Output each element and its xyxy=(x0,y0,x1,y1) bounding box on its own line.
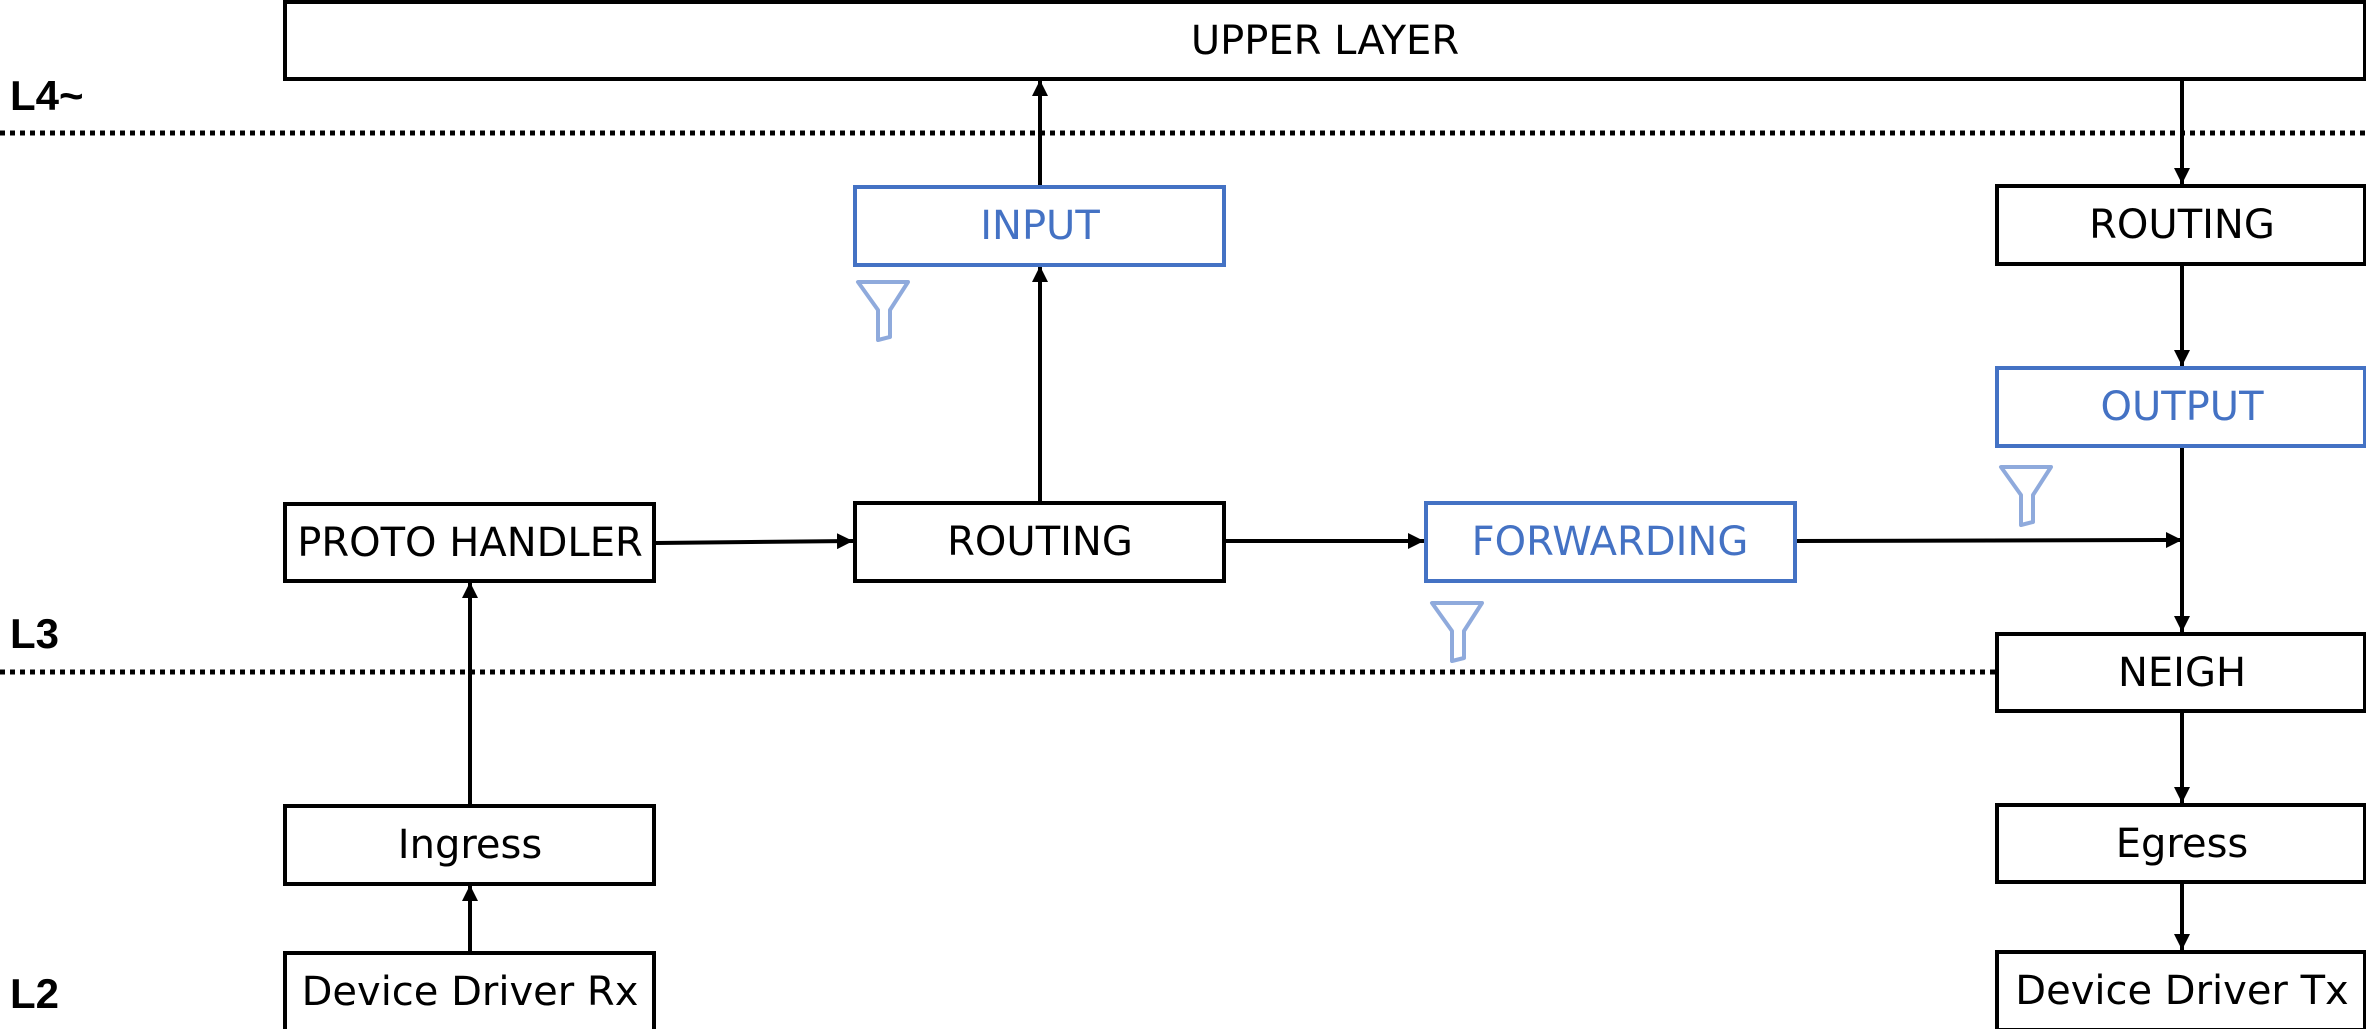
arrow-proto-to-routing xyxy=(654,533,854,550)
ingress-label: Ingress xyxy=(398,822,542,868)
ingress-box: Ingress xyxy=(283,804,656,886)
routing-output-box: ROUTING xyxy=(1995,184,2366,266)
input-hook-label: INPUT xyxy=(980,203,1100,249)
proto-handler-label: PROTO HANDLER xyxy=(297,520,643,566)
input-hook-box: INPUT xyxy=(853,185,1226,267)
layer-label-l4: L4~ xyxy=(10,72,84,119)
filter-funnel-icon xyxy=(856,280,910,342)
upper-layer-label: UPPER LAYER xyxy=(1191,18,1459,64)
connectors xyxy=(462,80,2190,952)
forwarding-hook-label: FORWARDING xyxy=(1472,519,1749,565)
device-driver-tx-label: Device Driver Tx xyxy=(2015,968,2348,1014)
output-hook-label: OUTPUT xyxy=(2100,384,2264,430)
neigh-label: NEIGH xyxy=(2118,650,2246,696)
egress-box: Egress xyxy=(1995,803,2366,884)
device-driver-tx-box: Device Driver Tx xyxy=(1995,950,2366,1029)
output-hook-box: OUTPUT xyxy=(1995,366,2366,448)
egress-label: Egress xyxy=(2116,821,2249,867)
neigh-box: NEIGH xyxy=(1995,632,2366,713)
proto-handler-box: PROTO HANDLER xyxy=(283,502,656,583)
forwarding-hook-box: FORWARDING xyxy=(1424,501,1797,583)
routing-input-label: ROUTING xyxy=(947,519,1133,565)
device-driver-rx-label: Device Driver Rx xyxy=(302,969,639,1015)
upper-layer-box: UPPER LAYER xyxy=(283,0,2366,81)
filter-funnel-icon xyxy=(1430,601,1484,663)
layer-label-l3: L3 xyxy=(10,610,59,657)
routing-output-label: ROUTING xyxy=(2089,202,2275,248)
filter-funnel-icon xyxy=(1999,465,2053,527)
device-driver-rx-box: Device Driver Rx xyxy=(283,951,656,1029)
arrow-forwarding-to-merge xyxy=(1795,532,2183,549)
layer-label-l2: L2 xyxy=(10,970,59,1017)
routing-input-box: ROUTING xyxy=(853,501,1226,583)
